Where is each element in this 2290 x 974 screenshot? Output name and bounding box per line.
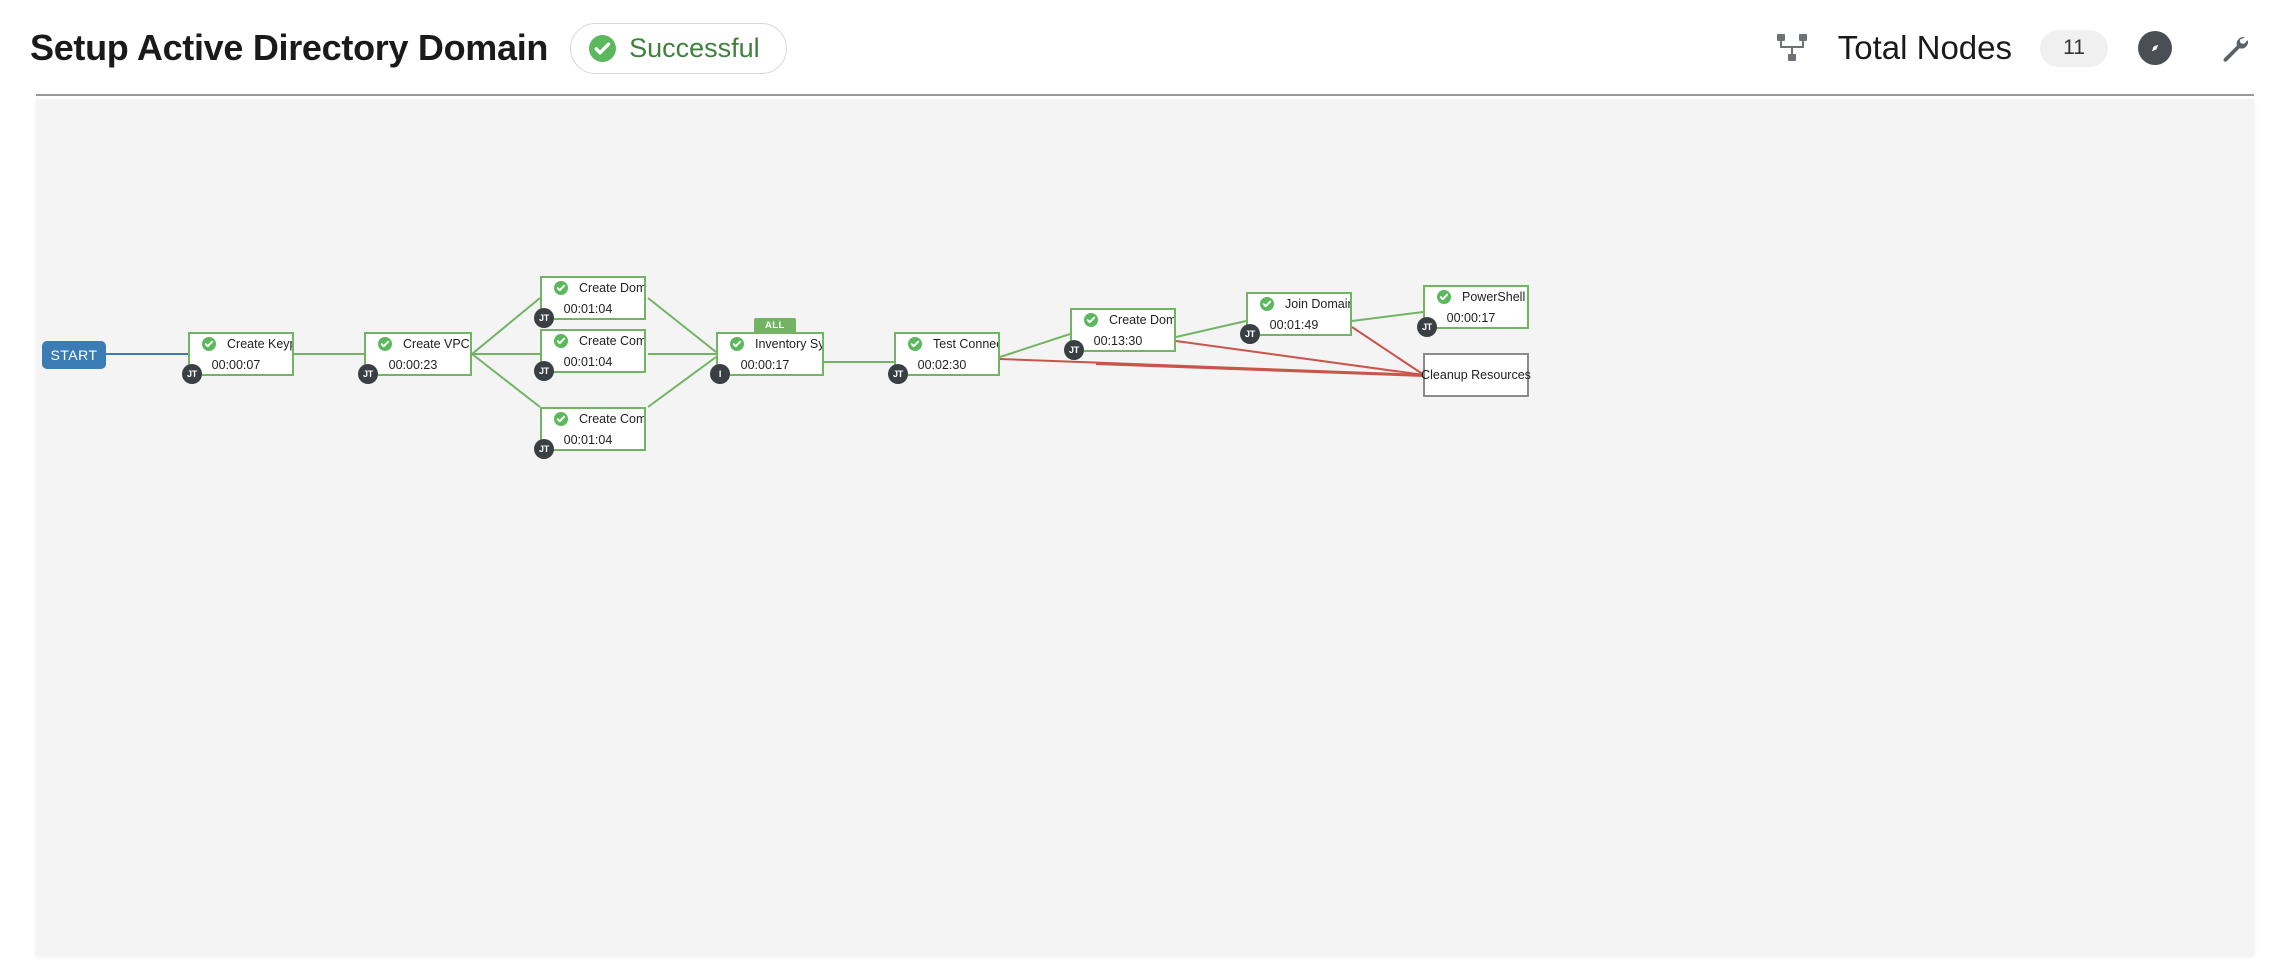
node-duration: 00:01:49 xyxy=(1269,317,1319,332)
jt-badge[interactable]: JT xyxy=(1417,317,1437,337)
workflow-edges xyxy=(106,297,1433,408)
edge-domain-contr-to-inventory xyxy=(647,297,717,353)
node-duration: 00:02:30 xyxy=(917,357,967,372)
node-title: Create Domain Contr... xyxy=(579,280,644,295)
node-title: Create Domain xyxy=(1109,312,1174,327)
node-join-domain[interactable]: Join Domain 00:01:49 JT xyxy=(1240,292,1352,344)
start-node[interactable]: START xyxy=(42,341,106,369)
node-header: Inventory Sync xyxy=(718,336,822,351)
header-divider xyxy=(36,94,2254,96)
node-title: Create Computer (2) xyxy=(579,411,644,426)
node-duration: 00:00:07 xyxy=(211,357,261,372)
edge-test-failure-to-cleanup xyxy=(999,358,1425,376)
check-circle-icon xyxy=(554,333,568,348)
check-circle-icon xyxy=(554,280,568,295)
jt-badge[interactable]: JT xyxy=(358,364,378,384)
node-create-vpc[interactable]: Create VPC 00:00:23 JT xyxy=(358,332,472,384)
node-header: Create Domain Contr... xyxy=(542,280,644,295)
check-circle-icon xyxy=(1437,289,1451,304)
edge-computer2-to-inventory xyxy=(647,356,717,408)
node-create-domain-controller[interactable]: Create Domain Contr... 00:01:04 JT xyxy=(534,276,646,328)
status-badge-label: Successful xyxy=(629,32,760,63)
check-circle-icon xyxy=(554,411,568,426)
node-test-connectivity[interactable]: Test Connectivity 00:02:30 JT xyxy=(888,332,1000,384)
edge-create-domain-failure-to-cleanup xyxy=(1175,340,1425,376)
node-create-computer-2[interactable]: Create Computer (2) 00:01:04 JT xyxy=(534,407,646,459)
node-duration: 00:01:04 xyxy=(563,354,613,369)
edge-lower-failure-to-cleanup xyxy=(1095,363,1425,377)
workflow-canvas[interactable]: START Create Keypair 00:00:07 JT Create … xyxy=(36,99,2254,955)
edge-join-to-powershell xyxy=(1351,311,1424,322)
node-create-keypair[interactable]: Create Keypair 00:00:07 JT xyxy=(182,332,294,384)
jt-badge[interactable]: JT xyxy=(534,308,554,328)
node-title: Join Domain xyxy=(1285,296,1350,311)
jt-badge[interactable]: JT xyxy=(534,361,554,381)
edge-test-to-create-domain xyxy=(999,333,1071,358)
node-title: Cleanup Resources xyxy=(1421,368,1531,382)
node-title: Create Computer (1) xyxy=(579,333,644,348)
inventory-badge[interactable]: I xyxy=(710,364,730,384)
node-title: Create VPC xyxy=(403,336,470,351)
node-header: Test Connectivity xyxy=(896,336,998,351)
node-header: Create Keypair xyxy=(190,336,292,351)
node-title: Inventory Sync xyxy=(755,336,822,351)
jt-badge[interactable]: JT xyxy=(182,364,202,384)
jt-badge[interactable]: JT xyxy=(1240,324,1260,344)
check-circle-icon xyxy=(589,34,617,62)
node-header: Create VPC xyxy=(366,336,470,351)
node-title: PowerShell Validation xyxy=(1462,289,1527,304)
edge-vpc-to-domain-contr xyxy=(471,297,541,355)
node-title: Test Connectivity xyxy=(933,336,998,351)
all-badge: ALL xyxy=(754,318,796,333)
total-nodes-count: 11 xyxy=(2040,29,2108,67)
node-create-domain[interactable]: Create Domain 00:13:30 JT xyxy=(1064,308,1176,360)
node-duration: 00:00:17 xyxy=(1446,310,1496,325)
node-create-computer-1[interactable]: Create Computer (1) 00:01:04 JT xyxy=(534,329,646,381)
node-header: Join Domain xyxy=(1248,296,1350,311)
check-circle-icon xyxy=(202,336,216,351)
node-inventory-sync[interactable]: ALL Inventory Sync 00:00:17 I xyxy=(710,318,824,384)
check-circle-icon xyxy=(908,336,922,351)
check-circle-icon xyxy=(1084,312,1098,327)
edge-create-domain-to-join xyxy=(1175,320,1247,338)
check-circle-icon xyxy=(1260,296,1274,311)
header-left-group: Setup Active Directory Domain Successful xyxy=(30,22,787,74)
wrench-icon[interactable] xyxy=(2218,32,2250,64)
check-circle-icon xyxy=(730,336,744,351)
status-badge: Successful xyxy=(570,22,787,74)
sitemap-icon xyxy=(1776,33,1810,63)
jt-badge[interactable]: JT xyxy=(1064,340,1084,360)
node-header: Create Computer (2) xyxy=(542,411,644,426)
node-header: PowerShell Validation xyxy=(1425,289,1527,304)
page-header: Setup Active Directory Domain Successful… xyxy=(0,0,2290,96)
jt-badge[interactable]: JT xyxy=(888,364,908,384)
node-duration: 00:00:23 xyxy=(388,357,438,372)
jt-badge[interactable]: JT xyxy=(534,439,554,459)
node-duration: 00:01:04 xyxy=(563,432,613,447)
node-header: Create Domain xyxy=(1072,312,1174,327)
page-title: Setup Active Directory Domain xyxy=(30,27,549,68)
edge-vpc-to-computer2 xyxy=(471,353,541,408)
node-cleanup-resources[interactable]: Cleanup Resources xyxy=(1421,353,1531,397)
node-duration: 00:01:04 xyxy=(563,301,613,316)
node-title: Create Keypair xyxy=(227,336,292,351)
edge-join-failure-to-cleanup xyxy=(1351,326,1425,376)
node-duration: 00:00:17 xyxy=(740,357,790,372)
total-nodes-label: Total Nodes xyxy=(1837,29,2012,66)
node-powershell-validation[interactable]: PowerShell Validation 00:00:17 JT xyxy=(1417,285,1529,337)
header-right-group: Total Nodes 11 xyxy=(1776,29,2250,67)
node-duration: 00:13:30 xyxy=(1093,333,1143,348)
node-header: Create Computer (1) xyxy=(542,333,644,348)
compass-icon[interactable] xyxy=(2138,31,2172,65)
check-circle-icon xyxy=(378,336,392,351)
